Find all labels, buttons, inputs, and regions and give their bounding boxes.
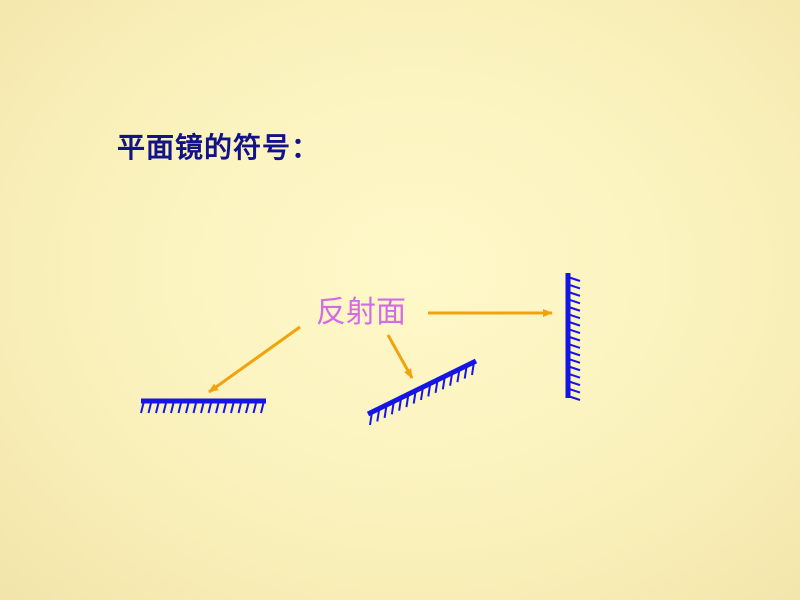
mirror-hatch-mark xyxy=(567,335,581,342)
mirror-hatch-mark xyxy=(412,390,417,404)
mirror-hatch-mark xyxy=(222,400,228,414)
mirror-hatch-mark xyxy=(230,400,235,414)
horizontal-mirror xyxy=(140,398,266,414)
mirror-hatch-mark xyxy=(567,342,581,349)
mirror-hatch-mark xyxy=(140,400,145,414)
mirror-hatch-mark xyxy=(567,276,581,282)
mirror-hatch-mark xyxy=(207,400,213,414)
mirror-hatch-mark xyxy=(177,400,183,414)
mirror-hatch-mark xyxy=(192,400,198,414)
mirror-hatch-mark xyxy=(567,372,581,379)
tilted-mirror xyxy=(366,358,478,426)
mirror-hatch-mark xyxy=(147,400,153,414)
mirror-hatch-mark xyxy=(200,400,205,414)
slide-title: 平面镜的符号： xyxy=(117,131,321,164)
mirror-hatch-mark xyxy=(567,387,581,394)
mirror-hatch-mark xyxy=(567,328,581,335)
mirror-hatch-mark xyxy=(237,400,243,414)
mirror-hatch-mark xyxy=(567,320,581,327)
mirror-hatch-mark xyxy=(162,400,168,414)
mirror-hatch-mark xyxy=(441,376,446,390)
mirror-hatch-mark xyxy=(567,313,581,320)
mirror-hatch-mark xyxy=(463,365,468,379)
mirror-hatch-mark xyxy=(434,379,439,394)
mirror-hatch-mark xyxy=(245,400,250,414)
mirror-hatch-mark xyxy=(567,283,581,290)
reflective-surface-label: 反射面 xyxy=(316,295,406,330)
mirror-hatch-mark xyxy=(376,408,381,422)
mirror-hatch-mark xyxy=(369,411,373,426)
mirror-hatch-mark xyxy=(185,400,190,414)
mirror-hatch-mark xyxy=(567,365,581,372)
mirror-hatch-mark xyxy=(567,395,581,401)
mirror-hatch-mark xyxy=(252,400,258,414)
mirror-hatch-mark xyxy=(567,298,581,305)
arrow-to-horizontal-mirror xyxy=(208,325,301,394)
mirror-hatch-mark xyxy=(260,400,265,414)
mirror-hatch-mark xyxy=(567,357,581,364)
mirror-hatch-mark xyxy=(215,400,220,414)
mirror-hatch-mark xyxy=(170,400,175,414)
mirror-hatch-mark xyxy=(567,350,581,357)
vertical-mirror xyxy=(565,273,581,401)
arrow-to-tilted-mirror xyxy=(386,334,414,379)
mirror-hatch-mark xyxy=(398,397,403,411)
mirror-hatch-mark xyxy=(405,393,410,408)
mirror-hatch-mark xyxy=(471,361,475,376)
mirror-hatch-mark xyxy=(567,290,581,297)
mirror-hatch-mark xyxy=(420,386,424,401)
mirror-hatch-mark xyxy=(390,401,395,415)
mirror-hatch-mark xyxy=(456,368,461,383)
mirror-hatch-mark xyxy=(155,400,160,414)
mirror-hatch-mark xyxy=(567,380,581,387)
mirror-hatch-mark xyxy=(427,383,432,397)
mirror-hatch-mark xyxy=(567,305,581,312)
mirror-hatch-mark xyxy=(449,372,454,386)
mirror-hatch-mark xyxy=(383,404,388,419)
